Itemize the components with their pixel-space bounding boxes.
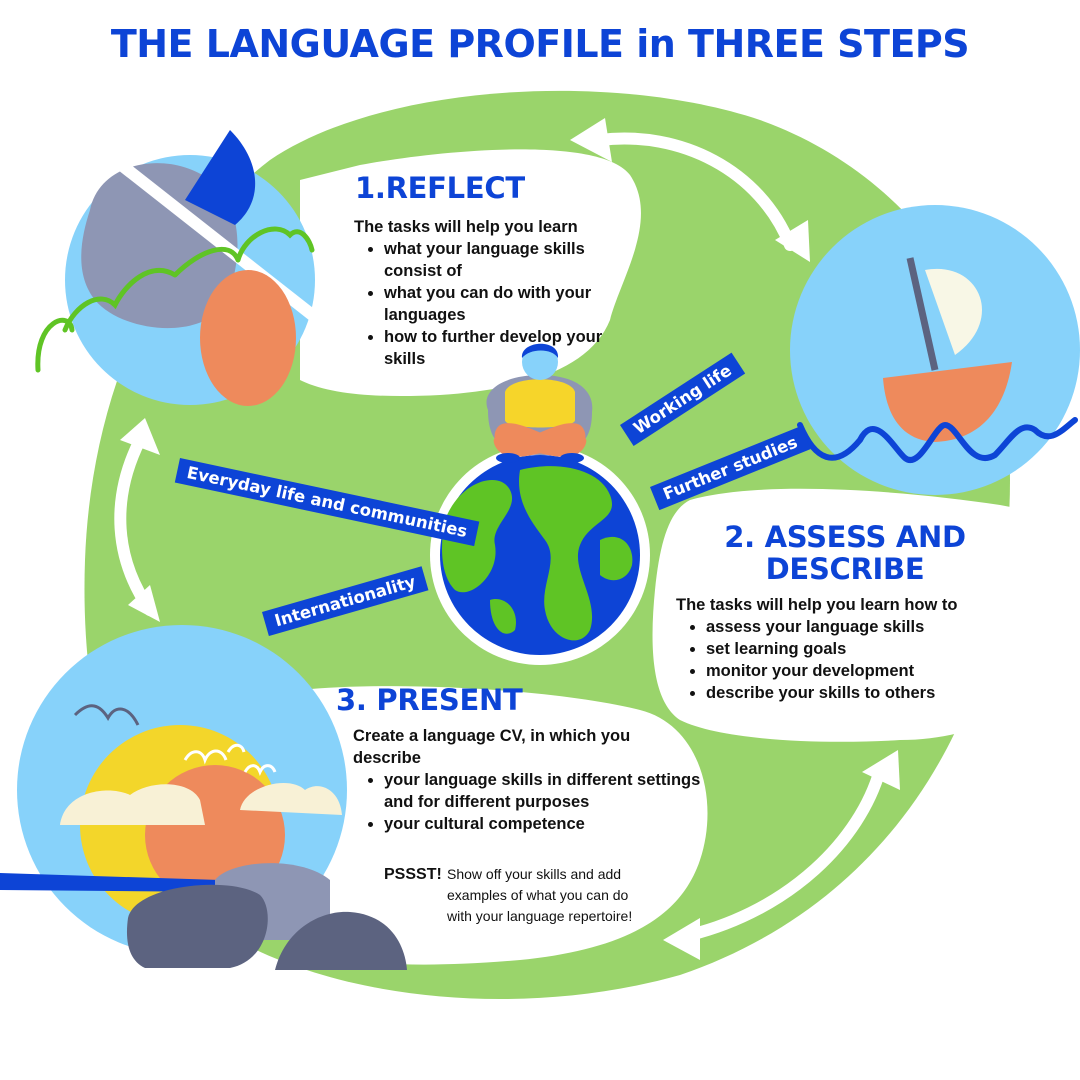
person-on-globe-icon [430,343,650,665]
assess-panel-shape [652,488,1080,742]
sailboat-icon [790,205,1080,495]
present-list: your language skills in different settin… [354,769,704,835]
list-item: set learning goals [706,638,1026,660]
list-item: your cultural competence [384,813,704,835]
reflect-panel-shape [300,149,641,397]
list-item: how to further develop your skills [384,326,634,370]
reflect-intro: The tasks will help you learn [354,218,578,236]
present-panel-shape [300,686,708,965]
double-arrow-icon [114,132,886,941]
reflect-heading: 1.REFLECT [355,171,525,205]
list-item: monitor your development [706,660,1026,682]
assess-heading-line1: 2. ASSESS AND [724,520,966,554]
pssst-text: Show off your skills and add examples of… [447,866,633,924]
present-intro: Create a language CV, in which you descr… [353,727,631,767]
present-heading: 3. PRESENT [336,683,523,717]
sunset-landscape-icon [0,625,407,970]
plant-shovel-icon [35,130,329,406]
reflect-list: what your language skills consist of wha… [354,238,634,370]
pssst-label: PSSST! [384,866,442,883]
assess-heading-line2: DESCRIBE [765,552,925,586]
list-item: describe your skills to others [706,682,1026,704]
page-title: THE LANGUAGE PROFILE in THREE STEPS [110,22,970,66]
assess-heading: 2. ASSESS AND DESCRIBE [700,521,990,585]
assess-intro: The tasks will help you learn how to [676,596,958,614]
list-item: your language skills in different settin… [384,769,704,813]
arrow-heads [120,118,900,960]
list-item: assess your language skills [706,616,1026,638]
assess-list: assess your language skills set learning… [676,616,1026,704]
list-item: what you can do with your languages [384,282,634,326]
list-item: what your language skills consist of [384,238,634,282]
